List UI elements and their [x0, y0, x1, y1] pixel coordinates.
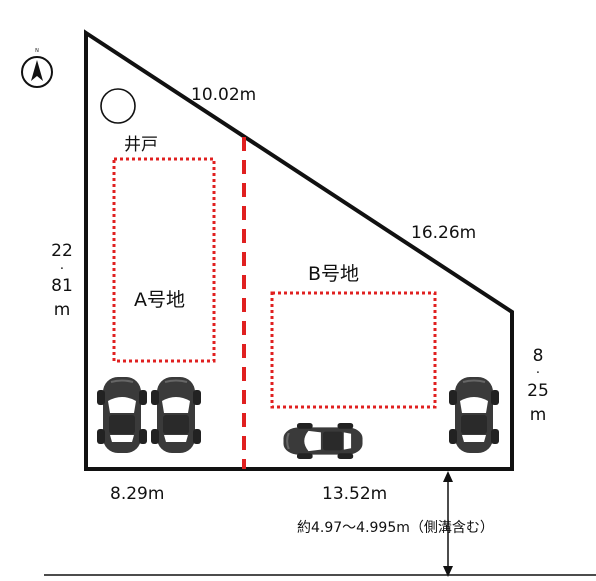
compass-north-letter: N: [35, 48, 39, 54]
lot-a-label: A号地: [134, 289, 185, 311]
compass-arrow-icon: [31, 60, 43, 81]
well-label: 井戸: [124, 135, 158, 155]
compass-circle: [21, 56, 53, 88]
compass: N: [21, 48, 53, 88]
well-circle: [100, 88, 136, 124]
lot-b-building-area: [270, 291, 437, 409]
car-icon: [282, 421, 364, 461]
lot-a-building-area: [112, 157, 216, 363]
dim-right-side: 8 · 25 m: [527, 346, 549, 425]
dim-left-side-part: 22: [51, 241, 73, 261]
dim-left-side-part: ·: [60, 262, 64, 277]
car-icon: [150, 376, 202, 454]
dim-right-side-part: 8: [533, 346, 544, 366]
lot-b-label: B号地: [308, 263, 359, 285]
road-width-arrow: [443, 471, 453, 577]
car-icon: [96, 376, 148, 454]
road-width-note: 約4.97〜4.995m（側溝含む）: [297, 520, 494, 536]
dim-top-left-edge: 10.02m: [191, 85, 256, 105]
dim-right-side-part: 25: [527, 381, 549, 401]
dim-left-side-part: m: [54, 300, 71, 320]
dim-top-right-edge: 16.26m: [411, 223, 476, 243]
lot-outline: [84, 29, 514, 471]
dim-left-side-part: 81: [51, 276, 73, 296]
dim-left-side: 22 · 81 m: [51, 241, 73, 320]
dim-bottom-right: 13.52m: [322, 484, 387, 504]
dim-bottom-left: 8.29m: [110, 484, 164, 504]
dim-right-side-part: ·: [536, 366, 540, 381]
dim-right-side-part: m: [530, 405, 547, 425]
car-icon: [448, 376, 500, 454]
